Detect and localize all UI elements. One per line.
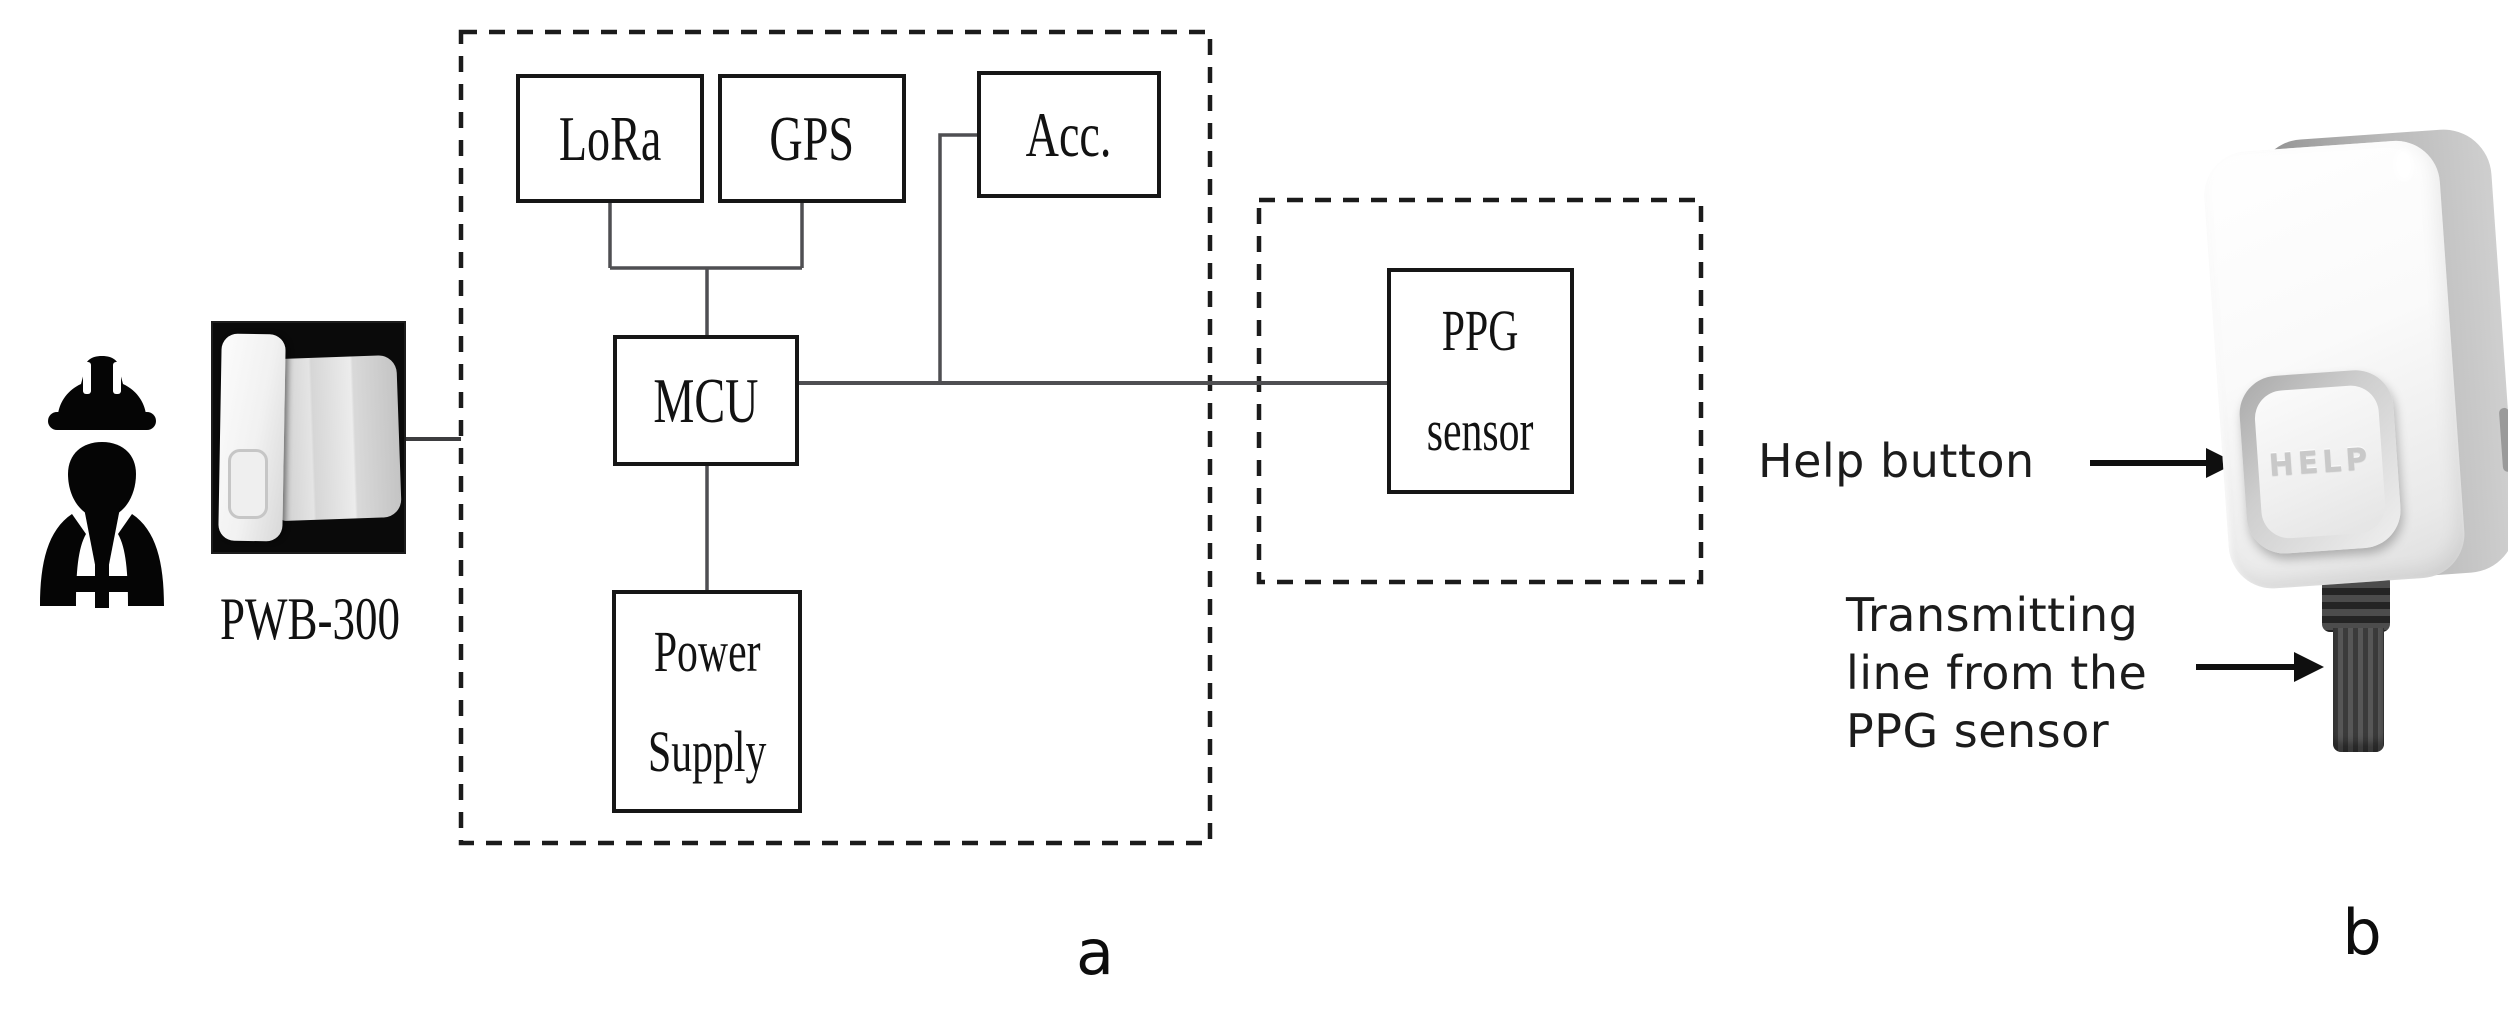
wearable-device-button: [228, 449, 268, 519]
block-gps-label: GPS: [769, 102, 855, 174]
help-button-text: HELP: [2267, 440, 2373, 483]
pwb300-photo: [213, 323, 404, 552]
help-arrow: [2090, 448, 2236, 478]
block-gps: GPS: [718, 74, 906, 203]
block-ppg-sensor: PPG sensor: [1387, 268, 1574, 494]
subfigure-a-caption: a: [1076, 916, 1114, 989]
device-body: HELP: [2196, 120, 2508, 597]
subfigure-b-caption: b: [2342, 896, 2382, 969]
block-mcu: MCU: [613, 335, 799, 466]
connector-lora-gps-to-mcu: [608, 203, 804, 335]
wristband-strap: [274, 354, 402, 522]
module-a-dashed-boundary: [458, 29, 1213, 846]
block-mcu-label: MCU: [653, 364, 759, 436]
connector-acc-branch: [938, 133, 977, 383]
block-accelerometer-label: Acc.: [1026, 98, 1112, 170]
transmitting-arrow: [2196, 652, 2324, 682]
help-button-ring: HELP: [2237, 367, 2404, 557]
ppg-transmitting-cable: [2333, 628, 2384, 752]
ppg-module-dashed-boundary: [1256, 197, 1704, 585]
construction-worker-icon: [40, 356, 164, 608]
block-accelerometer: Acc.: [977, 71, 1161, 198]
help-button-face: HELP: [2253, 383, 2388, 541]
pwb300-product-render: HELP: [2201, 126, 2508, 768]
help-button-annotation: Help button: [1758, 434, 2035, 488]
device-model-label: PWB-300: [220, 586, 400, 652]
transmitting-line-annotation: Transmitting line from the PPG sensor: [1846, 588, 2148, 758]
block-ppg-sensor-label: PPG sensor: [1427, 298, 1534, 463]
block-lora: LoRa: [516, 74, 704, 203]
block-lora-label: LoRa: [558, 102, 662, 174]
block-power-supply-label: Power Supply: [647, 618, 767, 784]
block-power-supply: Power Supply: [612, 590, 802, 813]
